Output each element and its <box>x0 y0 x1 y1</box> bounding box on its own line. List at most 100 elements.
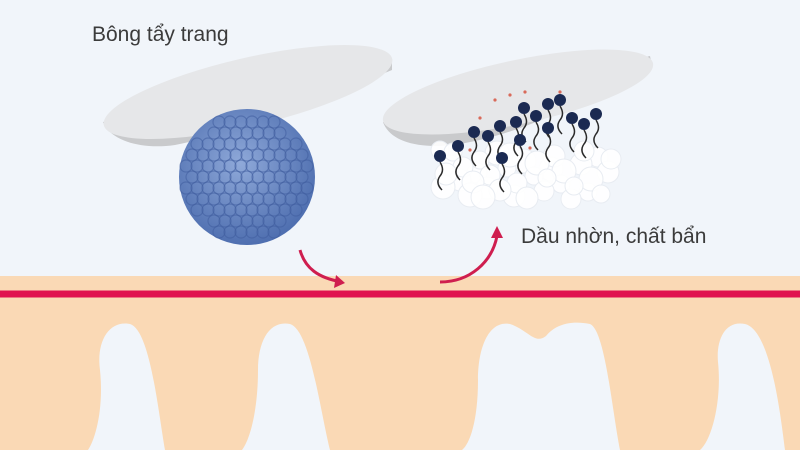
sphere-bead <box>229 126 243 140</box>
sphere-bead <box>289 159 303 173</box>
sphere-bead <box>223 159 237 173</box>
sphere-bead <box>212 225 226 239</box>
sphere-bead <box>179 159 193 173</box>
sphere-bead <box>240 170 254 184</box>
micelle-head <box>496 152 508 164</box>
sphere-bead <box>278 203 292 217</box>
sphere-bead <box>267 181 281 195</box>
micelle-head <box>514 134 526 146</box>
sphere-bead <box>289 137 303 151</box>
sphere-bead <box>251 214 265 228</box>
sphere-bead <box>267 115 281 129</box>
micelle-tail <box>517 145 524 175</box>
micelle-tail <box>557 105 564 135</box>
sphere-bead <box>229 214 243 228</box>
sphere-bead <box>234 203 248 217</box>
micelle-tail <box>545 133 552 163</box>
sphere-bead <box>251 192 265 206</box>
sphere-bead <box>273 148 287 162</box>
sphere-bead <box>207 214 221 228</box>
sphere-bead <box>278 137 292 151</box>
sphere-bead <box>267 203 281 217</box>
sphere-bead <box>273 126 287 140</box>
sphere-bead <box>229 148 243 162</box>
arrow-up-head <box>491 226 503 238</box>
cotton-pad-right <box>382 49 654 146</box>
micelle-sphere-body <box>179 109 315 245</box>
micelle-head <box>434 150 446 162</box>
dirt-particle <box>524 150 550 176</box>
sphere-bead <box>295 170 309 184</box>
sphere-bead <box>234 159 248 173</box>
sphere-bead <box>196 170 210 184</box>
sphere-bead <box>284 170 298 184</box>
dirt-speck <box>508 93 512 97</box>
sphere-bead <box>190 159 204 173</box>
sphere-bead <box>295 148 309 162</box>
sphere-bead <box>207 192 221 206</box>
micelle-sphere-beads <box>179 115 314 239</box>
sphere-bead <box>218 192 232 206</box>
dirt-speck <box>478 116 482 120</box>
sphere-bead <box>262 170 276 184</box>
sphere-bead <box>212 159 226 173</box>
micelle-head <box>452 140 464 152</box>
sphere-bead <box>190 203 204 217</box>
cotton-pad-right-top <box>382 49 654 135</box>
sphere-bead <box>273 192 287 206</box>
micelle-head <box>518 102 530 114</box>
sphere-bead <box>201 137 215 151</box>
dirt-particle <box>515 186 539 210</box>
sphere-bead <box>256 137 270 151</box>
sphere-bead <box>284 148 298 162</box>
sphere-bead <box>207 170 221 184</box>
dirt-particle <box>600 148 622 170</box>
micelle-tail <box>533 121 540 151</box>
cotton-pad-left <box>103 45 393 147</box>
micelle-sphere <box>179 109 315 245</box>
micelle-tail <box>437 161 444 191</box>
micelle-tail <box>455 151 462 181</box>
sphere-bead <box>196 192 210 206</box>
micelle-head <box>494 120 506 132</box>
sphere-bead <box>229 170 243 184</box>
sphere-bead <box>240 214 254 228</box>
micelle-head <box>542 122 554 134</box>
sphere-bead <box>289 203 303 217</box>
sphere-bead <box>278 159 292 173</box>
sphere-bead <box>262 214 276 228</box>
micelle-head <box>530 110 542 122</box>
oil-dirt-cluster <box>430 140 622 210</box>
sphere-bead <box>267 137 281 151</box>
sphere-bead <box>185 170 199 184</box>
sphere-bead <box>245 203 259 217</box>
sphere-bead <box>234 115 248 129</box>
dirt-particle <box>470 184 496 210</box>
sphere-bead <box>201 203 215 217</box>
sphere-bead <box>223 225 237 239</box>
micelle-tail <box>569 123 576 153</box>
sphere-bead <box>190 181 204 195</box>
dirt-speck <box>468 148 472 152</box>
micelle-head <box>542 98 554 110</box>
sphere-bead <box>251 148 265 162</box>
dirt-speck <box>493 98 497 102</box>
sphere-bead <box>212 181 226 195</box>
sphere-bead <box>289 181 303 195</box>
sphere-bead <box>245 115 259 129</box>
sphere-bead <box>185 148 199 162</box>
sphere-bead <box>256 115 270 129</box>
sphere-bead <box>262 192 276 206</box>
sphere-bead <box>245 159 259 173</box>
micelle-head <box>578 118 590 130</box>
sphere-bead <box>256 225 270 239</box>
sphere-bead <box>256 203 270 217</box>
skin-surface <box>0 276 800 450</box>
sphere-bead <box>218 126 232 140</box>
sphere-bead <box>256 159 270 173</box>
sphere-bead <box>245 137 259 151</box>
sphere-bead <box>256 181 270 195</box>
sphere-bead <box>273 214 287 228</box>
